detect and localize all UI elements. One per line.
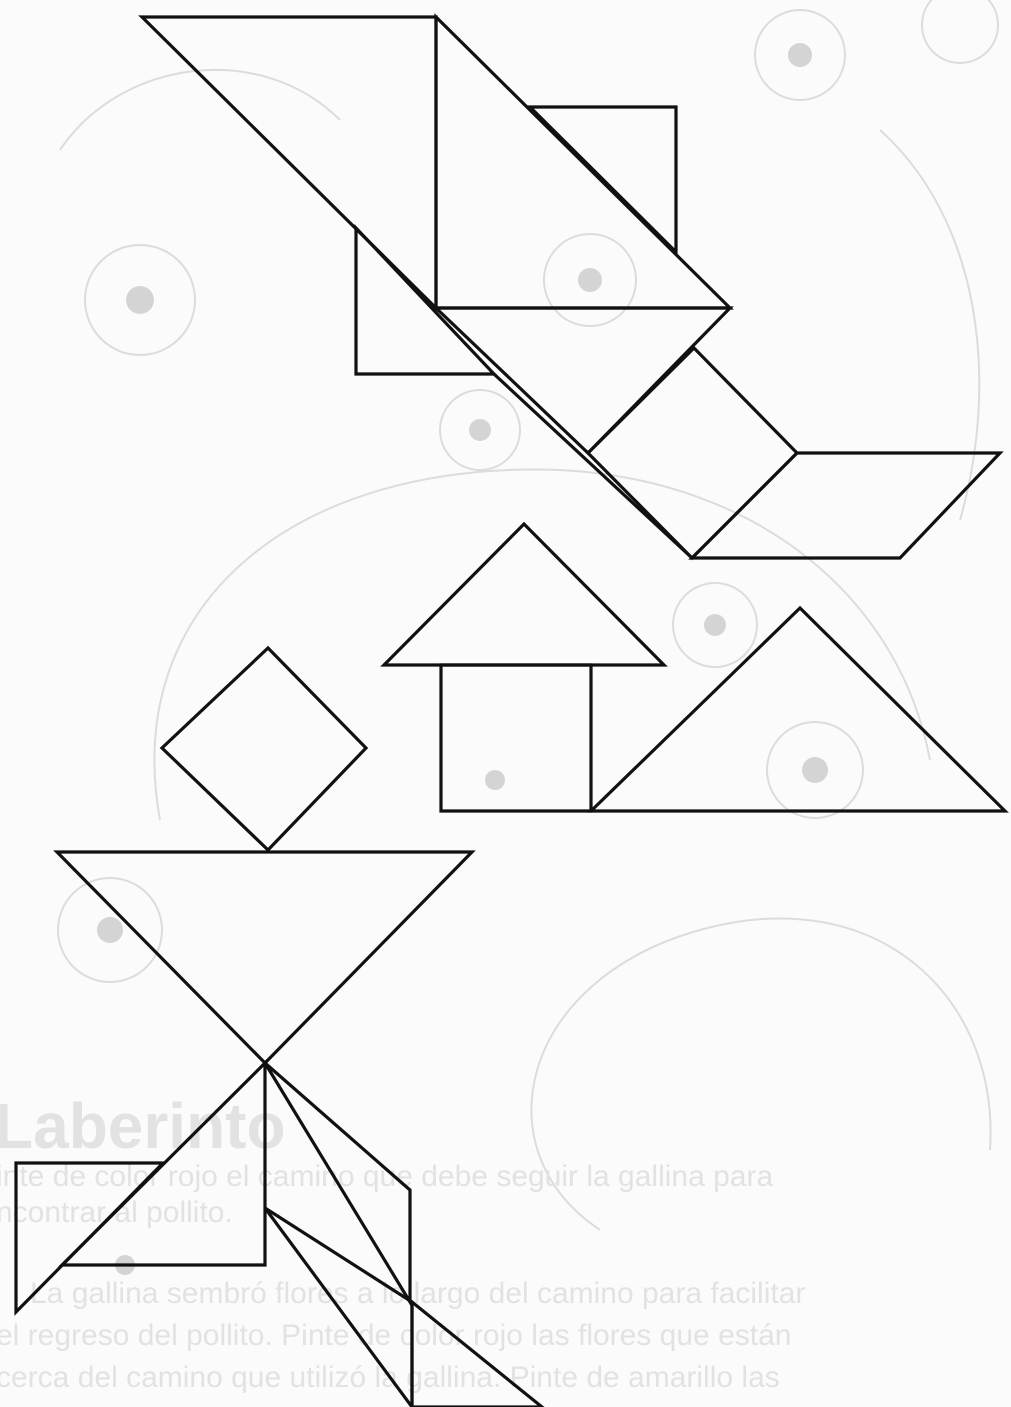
flower-center bbox=[97, 917, 123, 943]
background-illustration bbox=[58, 0, 998, 1275]
flower-center bbox=[704, 614, 726, 636]
edge-line bbox=[494, 374, 692, 558]
flower-center bbox=[578, 268, 602, 292]
flower-center bbox=[126, 286, 154, 314]
background-text: Laberinto inte de color rojo el camino q… bbox=[0, 1090, 805, 1394]
tangram-house bbox=[384, 524, 1005, 811]
flower-decoration bbox=[922, 0, 998, 63]
square-piece bbox=[162, 648, 366, 850]
large-triangle-piece bbox=[436, 17, 730, 308]
flower-center bbox=[469, 419, 491, 441]
flower-center bbox=[802, 757, 828, 783]
tangram-bird bbox=[142, 17, 1000, 558]
path-curve bbox=[60, 70, 340, 150]
flower-center bbox=[485, 770, 505, 790]
flower-center bbox=[788, 43, 812, 67]
square-piece bbox=[588, 348, 797, 558]
square-piece bbox=[441, 665, 591, 811]
background-line: inte de color rojo el camino que debe se… bbox=[0, 1160, 773, 1193]
path-curve bbox=[880, 130, 979, 520]
large-triangle-piece bbox=[591, 608, 1005, 811]
small-triangle-piece bbox=[356, 228, 494, 374]
parallelogram-piece bbox=[692, 453, 1000, 558]
medium-triangle-piece bbox=[384, 524, 664, 665]
background-heading: Laberinto bbox=[0, 1090, 286, 1162]
square-piece bbox=[530, 107, 676, 252]
background-line: el regreso del pollito. Pinte de color r… bbox=[0, 1319, 791, 1352]
large-triangle-piece bbox=[57, 852, 472, 1063]
